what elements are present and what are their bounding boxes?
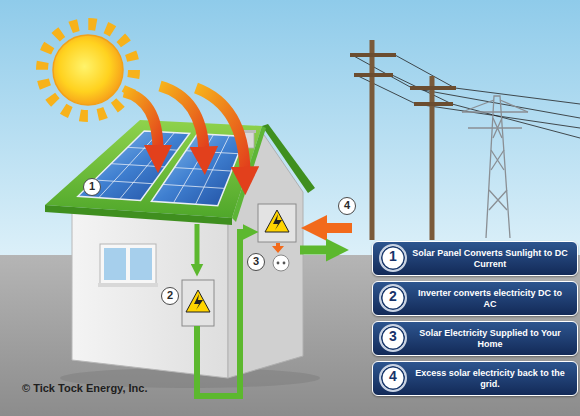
callout-number: 3 (247, 253, 265, 271)
legend-band: Solar Electricity Supplied to Your Home 3 (372, 321, 578, 356)
step-number: 2 (381, 286, 405, 306)
callout-number: 2 (161, 287, 179, 305)
legend-band: Inverter converts electricity DC to AC 2 (372, 281, 578, 316)
step-number: 1 (381, 246, 405, 266)
callout-number: 1 (83, 178, 101, 196)
step-number-circle: 2 (379, 284, 407, 312)
step-description: Solar Electricity Supplied to Your Home (411, 328, 569, 350)
step-number-circle: 1 (379, 244, 407, 272)
step-description: Solar Panel Converts Sunlight to DC Curr… (411, 248, 569, 270)
step-description: Excess solar electricity back to the gri… (411, 368, 569, 390)
step-number-circle: 3 (379, 324, 407, 352)
legend-band: Solar Panel Converts Sunlight to DC Curr… (372, 241, 578, 276)
step-number: 4 (381, 366, 405, 386)
step-number: 3 (381, 326, 405, 346)
callout-number: 4 (338, 197, 356, 215)
copyright-note: © Tick Tock Energy, Inc. (22, 382, 147, 394)
legend-band: Excess solar electricity back to the gri… (372, 361, 578, 396)
step-description: Inverter converts electricity DC to AC (411, 288, 569, 310)
step-number-circle: 4 (379, 364, 407, 392)
